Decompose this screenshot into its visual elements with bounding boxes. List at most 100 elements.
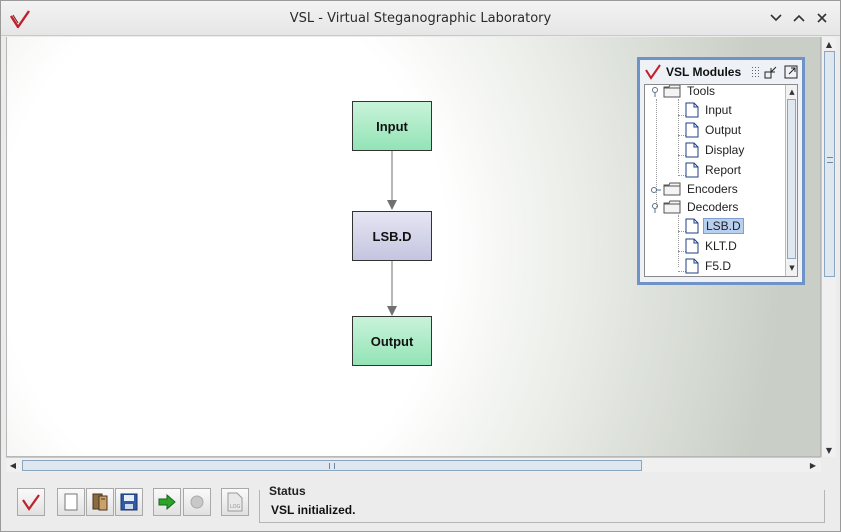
tree-guide [678,215,679,267]
scroll-up-icon[interactable]: ▲ [825,39,833,49]
expander-open-icon[interactable] [651,87,661,97]
status-message: VSL initialized. [271,503,356,517]
file-icon [685,142,699,158]
node-output[interactable]: Output [352,316,432,366]
node-lsb-d[interactable]: LSB.D [352,211,432,261]
tree-item-f5-d[interactable]: F5.D [685,257,733,275]
file-icon [685,162,699,178]
tree-label: Output [705,123,742,137]
folder-icon [663,200,681,214]
tree-vertical-scrollbar[interactable]: ▲ ▼ [785,85,797,276]
folder-icon [663,182,681,196]
minimize-panel-button[interactable] [764,65,778,79]
tree-folder-tools[interactable]: Tools [663,84,717,100]
tree-guide [678,175,688,176]
tree-guide [678,251,688,252]
close-button[interactable] [814,10,830,26]
grip-icon [827,157,833,163]
open-book-icon [92,493,108,511]
title-bar[interactable]: VSL - Virtual Steganographic Laboratory [1,1,840,36]
expander-open-icon[interactable] [651,203,661,213]
run-arrow-icon [158,494,176,510]
vertical-scroll-thumb[interactable] [824,51,835,277]
tree-item-input[interactable]: Input [685,101,734,119]
arrowhead-icon [387,306,397,316]
workflow-canvas[interactable]: Input LSB.D Output VSL Modules [6,37,821,457]
scroll-up-icon[interactable]: ▲ [789,88,795,96]
tree-guide [678,135,688,136]
scroll-down-icon[interactable]: ▼ [825,445,833,455]
tree-item-report[interactable]: Report [685,161,743,179]
scroll-left-icon[interactable]: ◀ [9,460,17,470]
stop-button[interactable] [183,488,211,516]
tree-guide [678,231,688,232]
bottom-toolbar: LOG [6,476,256,526]
drag-grip-icon[interactable] [751,66,761,78]
modules-panel-title: VSL Modules [666,65,742,79]
tree-label: Display [705,143,745,157]
canvas-vertical-scrollbar[interactable]: ▲ ▼ [821,37,836,457]
tree-item-output[interactable]: Output [685,121,743,139]
save-icon [120,493,138,511]
file-icon [685,102,699,118]
new-document-button[interactable] [57,488,85,516]
new-document-icon [64,493,78,511]
chevron-down-icon [770,14,782,22]
node-input[interactable]: Input [352,101,432,151]
arrowhead-icon [387,200,397,210]
tree-item-klt-d[interactable]: KLT.D [685,237,739,255]
stop-circle-icon [190,495,204,509]
status-title: Status [267,484,308,498]
open-project-button[interactable] [86,488,114,516]
maximize-button[interactable] [791,10,807,26]
file-icon [685,218,699,234]
close-icon [817,13,827,23]
modules-tree[interactable]: Tools Input Output Display Report [644,84,798,277]
modules-panel-header[interactable]: VSL Modules [640,60,802,84]
connection-lines [387,151,397,316]
svg-text:LOG: LOG [230,504,241,510]
canvas-horizontal-scrollbar[interactable]: ◀ ▶ [6,457,821,472]
file-icon [685,238,699,254]
folder-icon [663,85,681,98]
horizontal-scroll-thumb[interactable] [22,460,642,471]
window-title: VSL - Virtual Steganographic Laboratory [289,11,552,26]
file-icon [685,122,699,138]
run-button[interactable] [153,488,181,516]
log-button[interactable]: LOG [221,488,249,516]
tree-item-display[interactable]: Display [685,141,746,159]
modules-panel[interactable]: VSL Modules [637,57,805,285]
chevron-up-icon [793,14,805,22]
scroll-down-icon[interactable]: ▼ [789,264,795,272]
tree-folder-decoders[interactable]: Decoders [663,198,740,216]
file-icon [685,258,699,274]
tree-label: Decoders [687,200,739,214]
tree-guide [678,271,688,272]
tree-scroll-thumb[interactable] [787,99,796,259]
tree-item-lsb-d[interactable]: LSB.D [685,217,744,235]
tree-label: KLT.D [705,239,737,253]
maximize-panel-icon [784,65,798,79]
vsl-logo-button[interactable] [17,488,45,516]
tree-label: LSB.D [703,218,744,234]
save-button[interactable] [115,488,143,516]
minimize-panel-icon [764,66,777,79]
status-frame [259,490,825,523]
tree-label: Tools [687,84,716,98]
tree-guide [678,99,679,173]
log-file-icon: LOG [227,492,243,512]
expander-closed-icon[interactable] [651,185,661,195]
scroll-right-icon[interactable]: ▶ [809,460,817,470]
tree-label: Encoders [687,182,738,196]
vsl-logo-icon [645,64,661,80]
tree-guide [678,115,688,116]
tree-label: F5.D [705,259,732,273]
vsl-logo-icon [22,494,40,511]
tree-label: Input [705,103,732,117]
status-panel: Status VSL initialized. [259,482,825,523]
tree-guide [678,155,688,156]
tree-guide [656,99,657,207]
maximize-panel-button[interactable] [784,65,798,79]
minimize-button[interactable] [768,10,784,26]
tree-folder-encoders[interactable]: Encoders [663,180,740,198]
